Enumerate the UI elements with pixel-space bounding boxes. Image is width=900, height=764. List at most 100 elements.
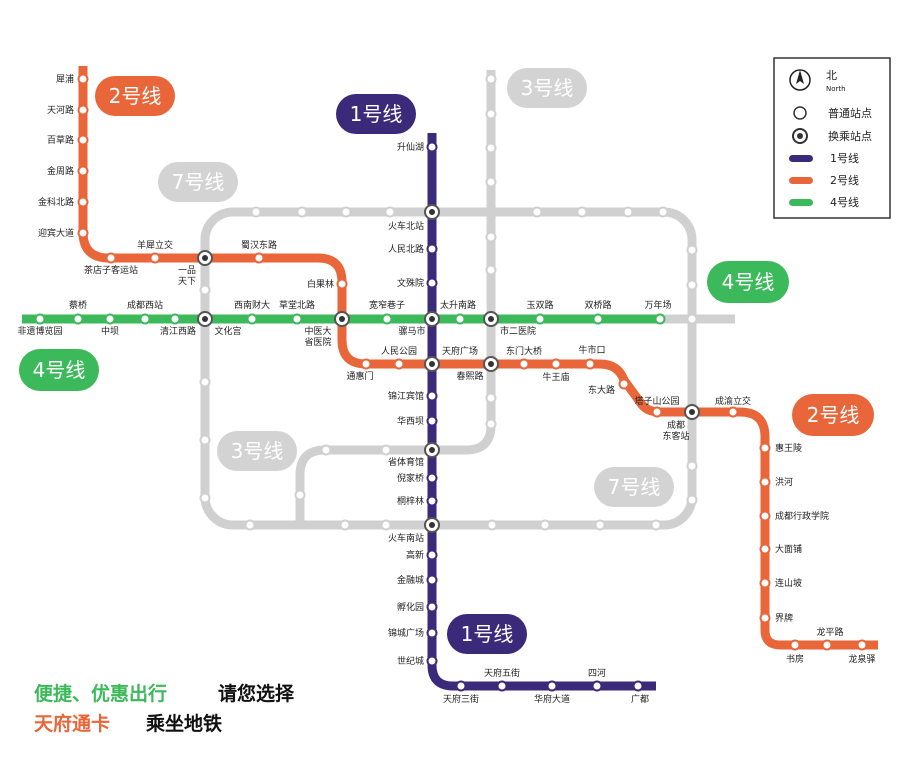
station-dot [686, 313, 698, 325]
badge-line4-left: 4号线 [19, 349, 99, 391]
badge-line3-top: 3号线 [507, 68, 587, 108]
line1-swatch-icon [789, 155, 813, 162]
station-dot [485, 108, 497, 120]
station-label: 四河 [588, 667, 606, 679]
transfer-station-icon [424, 442, 440, 458]
station-dot [426, 390, 438, 402]
station-label: 天河路 [47, 104, 74, 116]
station-label: 成都 [667, 419, 685, 431]
station-dot [360, 358, 372, 370]
station-dot [426, 141, 438, 153]
station-dot [380, 519, 392, 531]
station-dot [486, 519, 498, 531]
station-dot [104, 313, 116, 325]
slogan: 便捷、优惠出行 请您选择 天府通卡 乘坐地铁 [34, 682, 295, 735]
station-dot [485, 73, 497, 85]
station-label: 锦城广场 [388, 627, 424, 639]
station-dot [139, 313, 151, 325]
station-dot [77, 227, 89, 239]
station-label: 东客站 [662, 430, 689, 442]
svg-text:1号线: 1号线 [350, 102, 403, 126]
station-dot [759, 543, 771, 555]
svg-text:1号线: 1号线 [461, 622, 514, 646]
transfer-station-icon [483, 356, 499, 372]
station-label: 倪家桥 [397, 472, 424, 484]
station-dot [759, 442, 771, 454]
station-label: 清江西路 [160, 325, 196, 337]
station-label: 大面铺 [775, 543, 802, 555]
slogan-part3: 天府通卡 [34, 712, 110, 735]
station-label: 火车北站 [388, 220, 424, 232]
station-label: 骡马市 [398, 325, 425, 337]
station-dot [534, 313, 546, 325]
station-labels: 犀浦 天河路 百草路 金周路 金科北路 迎宾大道 茶店子客运站 羊犀立交 一品 … [17, 73, 875, 705]
station-dot [821, 639, 833, 651]
station-dot [485, 142, 497, 154]
station-dot [380, 444, 392, 456]
station-label: 蜀汉东路 [241, 239, 277, 251]
station-dot [531, 206, 543, 218]
station-dot [77, 196, 89, 208]
svg-text:7号线: 7号线 [172, 170, 225, 194]
station-dot [576, 206, 588, 218]
station-dot [291, 313, 303, 325]
station-dot [686, 279, 698, 291]
station-dot [759, 577, 771, 589]
station-dot [686, 460, 698, 472]
station-dot [426, 655, 438, 667]
station-label: 塔子山公园 [634, 395, 679, 407]
station-label: 天府五街 [484, 667, 520, 679]
station-dot [454, 313, 466, 325]
station-dot [759, 510, 771, 522]
station-dot [393, 358, 405, 370]
station-dot [199, 492, 211, 504]
station-label: 世纪城 [397, 655, 424, 667]
station-label: 太升南路 [440, 299, 476, 311]
station-dot [485, 264, 497, 276]
station-label: 人民北路 [388, 243, 424, 255]
station-dot [250, 206, 262, 218]
station-label: 金周路 [47, 165, 74, 177]
station-dot [246, 313, 258, 325]
station-dot [727, 406, 739, 418]
svg-text:2号线: 2号线 [109, 84, 162, 108]
badge-line2-top: 2号线 [95, 76, 175, 116]
station-label: 龙泉驿 [848, 653, 875, 665]
station-dot [77, 165, 89, 177]
station-dot [426, 574, 438, 586]
badge-line4-right: 4号线 [707, 261, 789, 303]
station-dot [199, 284, 211, 296]
line-badges: 2号线 1号线 3号线 7号线 4号线 4号线 2号线 3号线 [19, 68, 874, 654]
svg-text:4号线: 4号线 [722, 270, 775, 294]
station-label: 界牌 [775, 612, 793, 624]
station-label: 通惠门 [346, 370, 373, 382]
legend-line1: 1号线 [830, 151, 859, 165]
station-label: 书房 [786, 653, 804, 665]
station-dot [496, 680, 508, 692]
station-dot [455, 680, 467, 692]
station-dot [594, 519, 606, 531]
line3-track [295, 70, 496, 528]
station-dot [485, 231, 497, 243]
station-dot [632, 680, 644, 692]
transfer-station-icon [197, 250, 213, 266]
station-dot [426, 277, 438, 289]
station-label: 龙平路 [816, 626, 843, 638]
station-label: 非遗博览园 [17, 325, 62, 337]
station-label: 锦江宾馆 [388, 390, 424, 402]
station-dot [253, 252, 265, 264]
station-label: 双桥路 [584, 299, 611, 311]
station-dot [591, 680, 603, 692]
station-dot [686, 494, 698, 506]
station-dot [650, 519, 662, 531]
station-label: 文化宫 [214, 325, 241, 337]
station-dot [72, 313, 84, 325]
station-label: 中坝 [101, 325, 119, 337]
badge-line7-right: 7号线 [594, 467, 674, 507]
station-label: 玉双路 [526, 299, 553, 311]
station-label: 东门大桥 [506, 345, 542, 357]
station-label: 文殊院 [397, 277, 424, 289]
station-dot [789, 639, 801, 651]
station-label: 市二医院 [500, 325, 536, 337]
line4-swatch-icon [789, 199, 813, 206]
